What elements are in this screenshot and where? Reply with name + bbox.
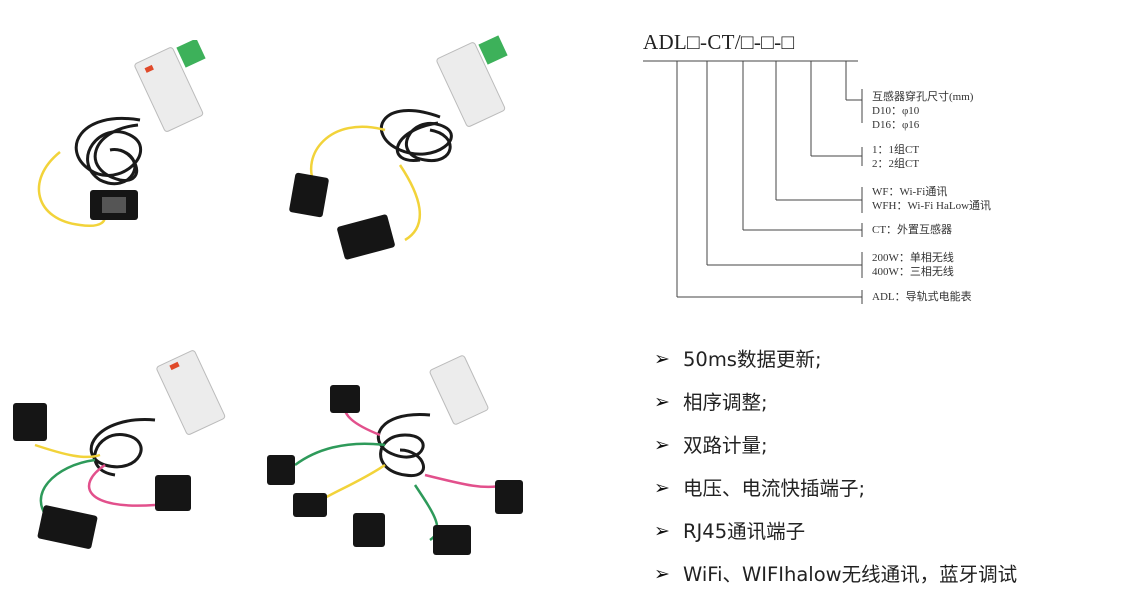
ct-clamp-1 — [289, 172, 329, 218]
ct-clamps — [267, 385, 523, 555]
yellow-wire — [37, 151, 106, 227]
meter-unit — [156, 350, 226, 435]
arrow-bullet-icon: ➢ — [654, 520, 670, 542]
model-code-lines — [643, 60, 863, 304]
model-code-diagram: ADL□-CT/□-□-□ 互感器穿孔尺寸(mm) D10：φ10 D16：φ1… — [630, 25, 1030, 315]
product-photo-single-ct — [37, 40, 206, 227]
feature-item: ➢RJ45通讯端子 — [650, 510, 1017, 553]
black-cable — [377, 413, 431, 478]
arrow-bullet-icon: ➢ — [654, 477, 670, 499]
feature-item: ➢双路计量; — [650, 424, 1017, 467]
feature-item: ➢WiFi、WIFIhalow无线通讯，蓝牙调试 — [650, 553, 1017, 596]
legend-ct: CT：外置互感器 — [872, 224, 953, 236]
product-photo-two-ct-rj45 — [13, 350, 226, 549]
feature-item: ➢50ms数据更新; — [650, 338, 1017, 381]
pink-wire — [87, 463, 156, 507]
legend-ct-size: 互感器穿孔尺寸(mm) D10：φ10 D16：φ16 — [872, 91, 974, 131]
ct-clamp-2 — [155, 475, 191, 511]
arrow-bullet-icon: ➢ — [654, 563, 670, 585]
meter-unit — [436, 35, 508, 127]
black-cable — [89, 418, 156, 477]
feature-list: ➢50ms数据更新; ➢相序调整; ➢双路计量; ➢电压、电流快插端子; ➢RJ… — [650, 338, 1017, 596]
arrow-bullet-icon: ➢ — [654, 434, 670, 456]
ct-clamp — [90, 190, 138, 220]
legend-adl: ADL：导轨式电能表 — [872, 291, 972, 303]
legend-phase: 200W：单相无线 400W：三相无线 — [872, 252, 954, 278]
meter-unit — [429, 355, 489, 425]
model-code-title: ADL□-CT/□-□-□ — [643, 30, 795, 54]
legend-comm: WF：Wi-Fi通讯 WFH：Wi-Fi HaLow通讯 — [872, 186, 992, 212]
product-photo-dual-ct — [289, 35, 508, 260]
ct-clamp-1 — [13, 403, 47, 441]
legend-ct-groups: 1：1组CT 2：2组CT — [872, 144, 920, 170]
black-cable — [74, 117, 143, 186]
feature-item: ➢相序调整; — [650, 381, 1017, 424]
black-cable — [380, 109, 453, 163]
arrow-bullet-icon: ➢ — [654, 391, 670, 413]
ct-clamp-2 — [337, 214, 395, 260]
yellow-wire — [309, 125, 422, 242]
product-photo-six-ct — [267, 355, 523, 555]
ct-clamp-3 — [37, 505, 98, 549]
meter-unit — [134, 40, 206, 132]
feature-item: ➢电压、电流快插端子; — [650, 467, 1017, 510]
yellow-wire — [34, 443, 101, 459]
arrow-bullet-icon: ➢ — [654, 348, 670, 370]
